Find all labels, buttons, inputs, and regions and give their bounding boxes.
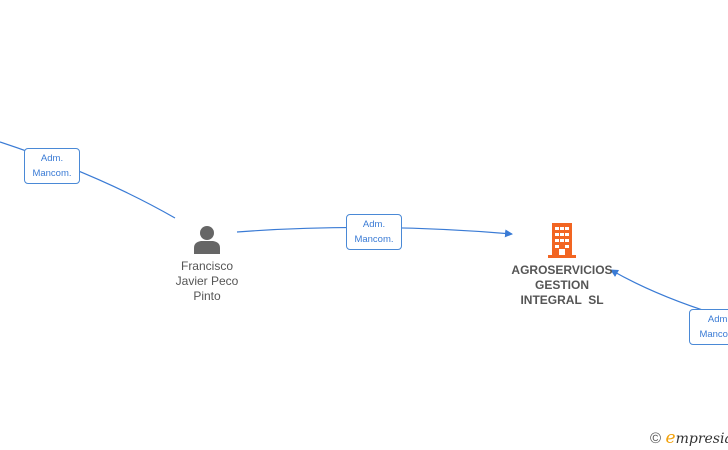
edge-label-right[interactable]: Adm. Mancom. [689, 309, 728, 345]
edge-label-line: Mancom. [354, 234, 394, 245]
edge-label-line: Adm. [707, 314, 728, 325]
company-name: AGROSERVICIOS GESTION INTEGRAL SL [500, 263, 624, 308]
company-name-line: GESTION [534, 278, 589, 292]
copyright-icon: © [650, 430, 662, 447]
person-name-line: Pinto [193, 289, 221, 303]
person-name-line: Javier Peco [175, 274, 239, 288]
edge-label-mid[interactable]: Adm. Mancom. [346, 214, 402, 250]
person-icon [194, 226, 220, 254]
company-name-line: AGROSERVICIOS [511, 263, 613, 277]
edge-label-line: Adm. [362, 219, 386, 230]
edge-label-line: Mancom. [699, 329, 728, 340]
brand-logo: © empresia [650, 428, 728, 448]
edge-line-left[interactable] [0, 141, 176, 219]
brand-initial: e [665, 428, 676, 448]
person-name: Francisco Javier Peco Pinto [160, 259, 254, 304]
edge-label-left[interactable]: Adm. Mancom. [24, 148, 80, 184]
person-name-line: Francisco [180, 259, 233, 273]
edge-label-line: Adm. [40, 153, 64, 164]
company-name-line: INTEGRAL SL [520, 293, 604, 307]
company-node[interactable]: AGROSERVICIOS GESTION INTEGRAL SL [500, 222, 624, 308]
person-node[interactable]: Francisco Javier Peco Pinto [160, 224, 254, 304]
building-icon [548, 223, 576, 258]
edge-label-line: Mancom. [32, 168, 72, 179]
brand-name: mpresia [675, 431, 728, 447]
